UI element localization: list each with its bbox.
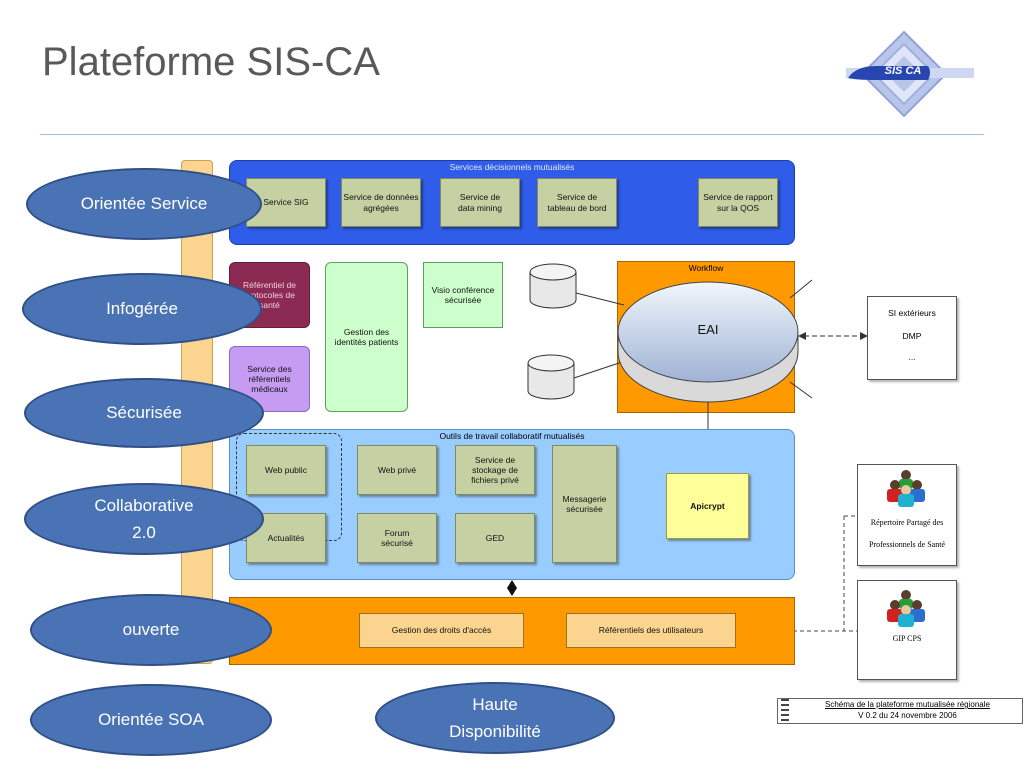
caption-marker — [781, 699, 789, 723]
people-icon — [883, 588, 929, 628]
referentiels-utilisateurs: Référentiels des utilisateurs — [566, 613, 736, 648]
decisional-services-title: Services décisionnels mutualisés — [449, 162, 575, 172]
gip-cps-label: GIP CPS — [892, 634, 922, 643]
logo-text: SIS CA — [884, 65, 922, 77]
oval-collaborative: Collaborative 2.0 — [24, 483, 264, 555]
workflow-label: Workflow — [688, 263, 724, 273]
apicrypt: Apicrypt — [666, 473, 749, 539]
service-tableau-de-bord: Service de tableau de bord — [537, 178, 617, 227]
people-icon — [883, 468, 929, 508]
si-exterieurs-label: SI extérieurs — [888, 308, 936, 318]
database-icon-2 — [527, 354, 575, 400]
oval-orientee-soa: Orientée SOA — [30, 684, 272, 756]
messagerie-securisee: Messagerie sécurisée — [552, 445, 617, 563]
oval-infogeree: Infogérée — [22, 273, 262, 345]
web-prive: Web privé — [357, 445, 437, 495]
gestion-droits-acces: Gestion des droits d'accès — [359, 613, 524, 648]
oval-orientee-service: Orientée Service — [26, 168, 262, 240]
collaborative-tools-title: Outils de travail collaboratif mutualisé… — [439, 431, 585, 441]
gestion-identites-patients: Gestion des identités patients — [325, 262, 408, 412]
eai-cylinder — [617, 281, 799, 403]
web-public: Web public — [246, 445, 326, 495]
dmp-label: DMP — [902, 331, 922, 341]
forum-securise: Forum sécurisé — [357, 513, 437, 563]
caption-line2: V 0.2 du 24 novembre 2006 — [858, 711, 957, 720]
oval-securisee: Sécurisée — [24, 378, 264, 448]
rpps-label-line1: Répertoire Partagé des — [870, 518, 944, 527]
service-rapport-qos: Service de rapport sur la QOS — [698, 178, 778, 227]
oval-haute-disponibilite: Haute Disponibilité — [375, 682, 615, 754]
stockage-fichiers: Service de stockage de fichiers privé — [455, 445, 535, 495]
title-divider — [40, 134, 984, 135]
ged: GED — [455, 513, 535, 563]
oval-ouverte: ouverte — [30, 594, 272, 666]
page-title: Plateforme SIS-CA — [42, 40, 380, 84]
ellipsis-label: ... — [908, 352, 916, 362]
logo: SIS CA — [846, 30, 976, 122]
service-donnees-agregees: Service de données agrégées — [341, 178, 421, 227]
caption-box — [777, 698, 1023, 724]
rpps-label-line2: Professionnels de Santé — [869, 540, 945, 549]
database-icon-1 — [529, 263, 577, 309]
visio-conference: Visio conférence sécurisée — [423, 262, 503, 328]
service-data-mining: Service de data mining — [440, 178, 520, 227]
caption-line1: Schéma de la plateforme mutualisée régio… — [825, 700, 990, 709]
logo-graphic — [846, 30, 974, 118]
si-exterieurs-box — [867, 296, 957, 380]
eai-label: EAI — [697, 322, 719, 337]
